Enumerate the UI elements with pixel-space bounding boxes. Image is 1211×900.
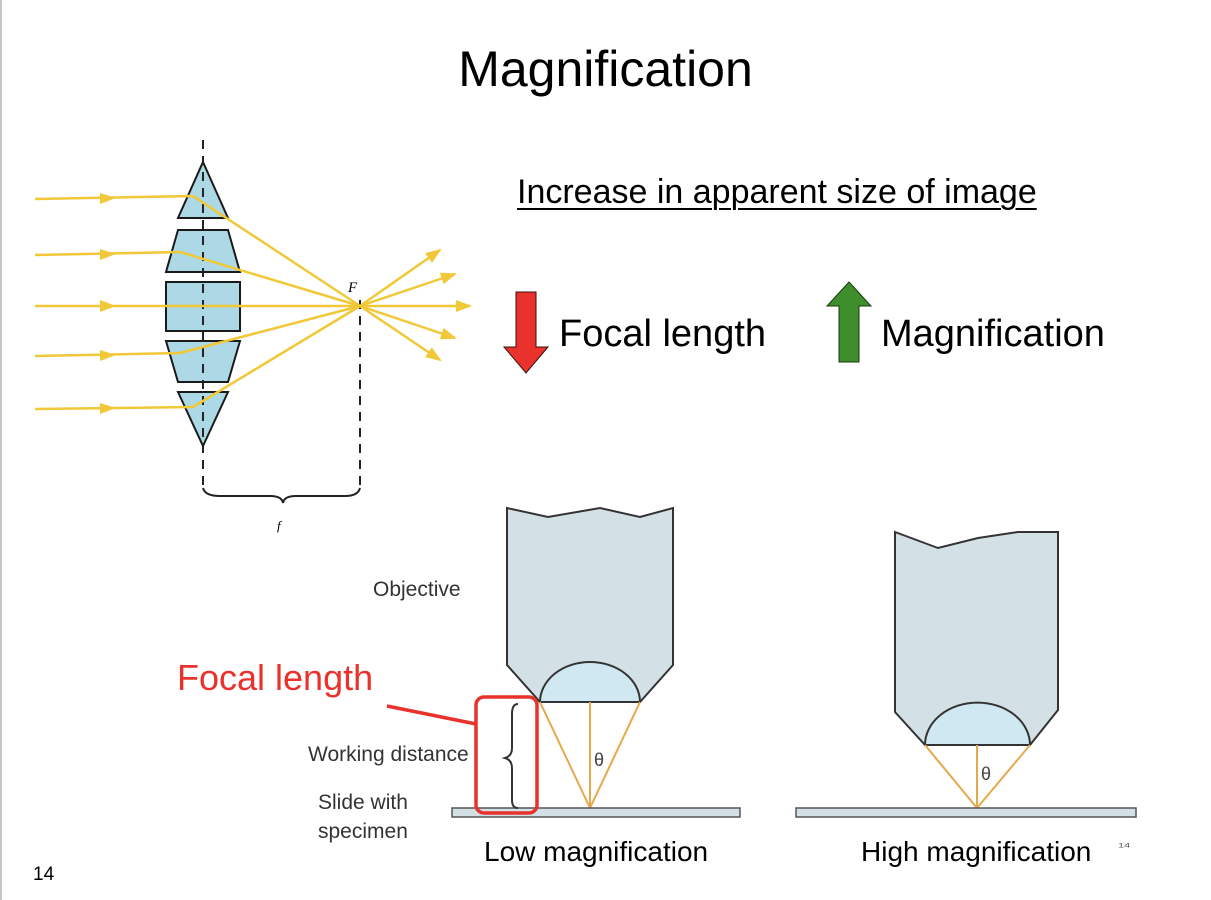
objective-label: Objective — [373, 578, 461, 601]
high-mag-objective — [795, 530, 1137, 818]
focal-length-callout-line — [386, 704, 477, 726]
incoming-ray-arrows — [100, 193, 116, 414]
slide-subtitle: Increase in apparent size of image — [517, 173, 1037, 211]
high-objective-lens — [923, 701, 1032, 746]
high-light-cone — [924, 744, 1031, 809]
focal-length-brace — [202, 487, 361, 504]
low-objective-body — [506, 506, 674, 703]
high-objective-body — [894, 530, 1059, 746]
lens-segment-upper — [164, 229, 242, 273]
low-magnification-caption: Low magnification — [484, 836, 709, 867]
focal-length-callout-box — [474, 695, 539, 815]
red-down-arrow-icon — [502, 291, 550, 374]
corner-slide-number: 14 — [1118, 842, 1131, 850]
low-light-cone — [539, 701, 641, 809]
slide-title: Magnification — [458, 41, 753, 97]
low-mag-objective — [451, 506, 741, 818]
slide-left-border — [0, 0, 2, 900]
low-objective-lens — [538, 661, 642, 703]
working-distance-brace — [501, 703, 519, 809]
focal-point-label: F — [348, 280, 358, 296]
low-theta-symbol: θ — [594, 750, 605, 770]
focal-length-symbol: f — [277, 518, 281, 533]
slide-label-line2: specimen — [318, 820, 408, 843]
high-theta-symbol: θ — [981, 764, 992, 784]
working-distance-label: Working distance — [308, 743, 469, 766]
high-magnification-caption: High magnification — [861, 836, 1092, 867]
green-up-arrow-icon — [825, 281, 873, 363]
converging-rays — [170, 194, 361, 409]
magnification-label: Magnification — [881, 313, 1105, 355]
diverging-rays — [359, 248, 472, 362]
slide-number: 14 — [33, 864, 55, 885]
high-slide — [795, 807, 1137, 818]
slide-label-line1: Slide with — [318, 791, 408, 814]
low-slide — [451, 807, 741, 818]
focal-length-label: Focal length — [559, 313, 767, 355]
focal-length-callout-label: Focal length — [177, 657, 374, 698]
